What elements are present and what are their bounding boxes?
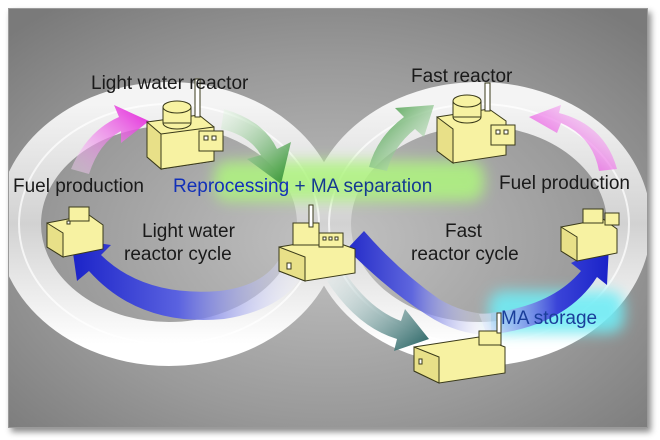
arrow-reprocessing-to-fuel-left (71, 239, 309, 320)
label-lwr-cycle-line1: Light water (142, 221, 236, 242)
label-fast-reactor: Fast reactor (411, 66, 513, 87)
fast-reactor-building (436, 82, 516, 164)
arrow-to-fuel-right (479, 245, 609, 335)
reprocessing-building (278, 204, 356, 282)
arrow-reprocessing-to-fast (369, 105, 434, 171)
label-fr-cycle-line1: Fast (445, 221, 483, 242)
arrows (71, 105, 617, 351)
light-water-reactor-building (146, 78, 224, 171)
ma-storage-building (413, 312, 506, 384)
label-lwr-cycle-line2: reactor cycle (124, 244, 232, 265)
fuel-cycle-diagram: Light water reactor Fast reactor Fuel pr… (9, 9, 647, 427)
arrow-fuel-to-fast (529, 105, 617, 171)
label-ma-separation: + MA separation (289, 176, 432, 197)
arrow-reprocessing-to-storage (327, 271, 429, 351)
fuel-production-right-building (560, 208, 620, 262)
label-light-water-reactor: Light water reactor (91, 73, 249, 94)
label-fr-cycle-line2: reactor cycle (411, 244, 519, 265)
diagram-frame: Light water reactor Fast reactor Fuel pr… (8, 8, 648, 428)
label-reprocessing-ma-separation: Reprocessing + MA separation (173, 176, 432, 197)
arrow-lwr-to-reprocessing (221, 109, 291, 184)
fuel-production-left-building (46, 206, 104, 258)
label-fuel-production-right: Fuel production (499, 173, 630, 194)
arrow-fuel-to-lwr (71, 105, 149, 174)
label-fuel-production-left: Fuel production (13, 176, 144, 197)
arrow-reprocessing-to-ma (347, 231, 491, 335)
label-ma-storage: MA storage (501, 308, 597, 329)
label-reprocessing: Reprocessing (173, 176, 289, 197)
